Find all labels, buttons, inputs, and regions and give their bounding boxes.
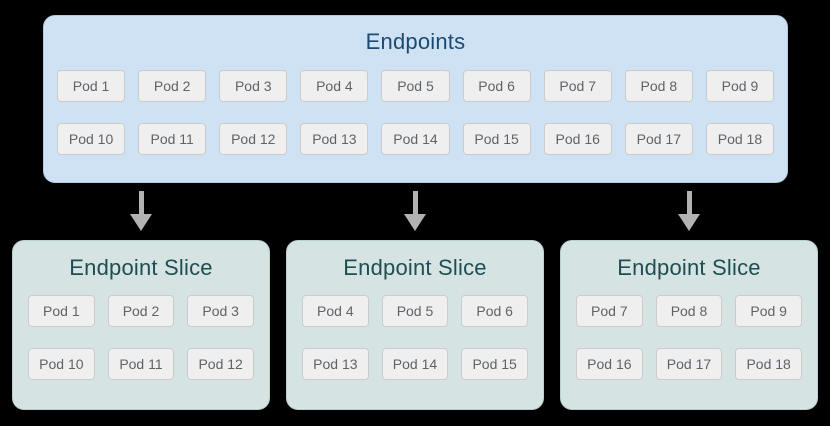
pod-chip: Pod 5 (381, 70, 450, 102)
endpoint-slice-title: Endpoint Slice (343, 255, 487, 280)
slice-pod-grid: Pod 4 Pod 5 Pod 6 Pod 13 Pod 14 Pod 15 (302, 295, 528, 380)
pod-chip: Pod 4 (302, 295, 369, 327)
down-arrow-icon (404, 191, 426, 231)
pod-chip: Pod 15 (461, 348, 528, 380)
down-arrow-icon (678, 191, 700, 231)
pod-chip: Pod 17 (624, 123, 693, 155)
arrow-row (12, 191, 818, 231)
slice-pod-grid: Pod 1 Pod 2 Pod 3 Pod 10 Pod 11 Pod 12 (28, 295, 254, 380)
pod-chip: Pod 2 (107, 295, 175, 327)
pod-chip: Pod 7 (543, 70, 612, 102)
pod-chip: Pod 3 (219, 70, 288, 102)
pod-chip: Pod 1 (57, 70, 126, 102)
pod-chip: Pod 12 (219, 123, 288, 155)
pod-chip: Pod 7 (576, 295, 643, 327)
pod-chip: Pod 16 (543, 123, 612, 155)
pod-chip: Pod 9 (705, 70, 774, 102)
endpoints-title: Endpoints (365, 29, 466, 54)
pod-chip: Pod 11 (107, 348, 175, 380)
pod-chip: Pod 6 (461, 295, 528, 327)
endpoint-slice-title: Endpoint Slice (617, 255, 761, 280)
pod-chip: Pod 13 (302, 348, 369, 380)
pod-chip: Pod 9 (735, 295, 802, 327)
pod-chip: Pod 8 (655, 295, 723, 327)
pod-chip: Pod 14 (381, 348, 449, 380)
pod-chip: Pod 10 (57, 123, 126, 155)
pod-chip: Pod 1 (28, 295, 95, 327)
pod-chip: Pod 13 (300, 123, 369, 155)
pod-chip: Pod 15 (462, 123, 531, 155)
pod-chip: Pod 11 (138, 123, 207, 155)
pod-chip: Pod 16 (576, 348, 643, 380)
pod-chip: Pod 17 (655, 348, 723, 380)
slice-pod-grid: Pod 7 Pod 8 Pod 9 Pod 16 Pod 17 Pod 18 (576, 295, 802, 380)
pod-chip: Pod 5 (381, 295, 449, 327)
pod-chip: Pod 4 (300, 70, 369, 102)
endpoints-pod-grid: Pod 1 Pod 2 Pod 3 Pod 4 Pod 5 Pod 6 Pod 7 Pod 8… (57, 70, 774, 155)
down-arrow-icon (130, 191, 152, 231)
pod-chip: Pod 8 (624, 70, 693, 102)
endpoints-box: Endpoints Pod 1 Pod 2 Pod 3 Pod 4 Pod 5 Pod 6… (43, 15, 788, 183)
pod-chip: Pod 3 (187, 295, 254, 327)
pod-chip: Pod 18 (735, 348, 802, 380)
pod-chip: Pod 14 (381, 123, 450, 155)
pod-chip: Pod 18 (705, 123, 774, 155)
pod-chip: Pod 10 (28, 348, 95, 380)
pod-chip: Pod 2 (138, 70, 207, 102)
endpoint-slice-title: Endpoint Slice (69, 255, 213, 280)
pod-chip: Pod 12 (187, 348, 254, 380)
pod-chip: Pod 6 (462, 70, 531, 102)
